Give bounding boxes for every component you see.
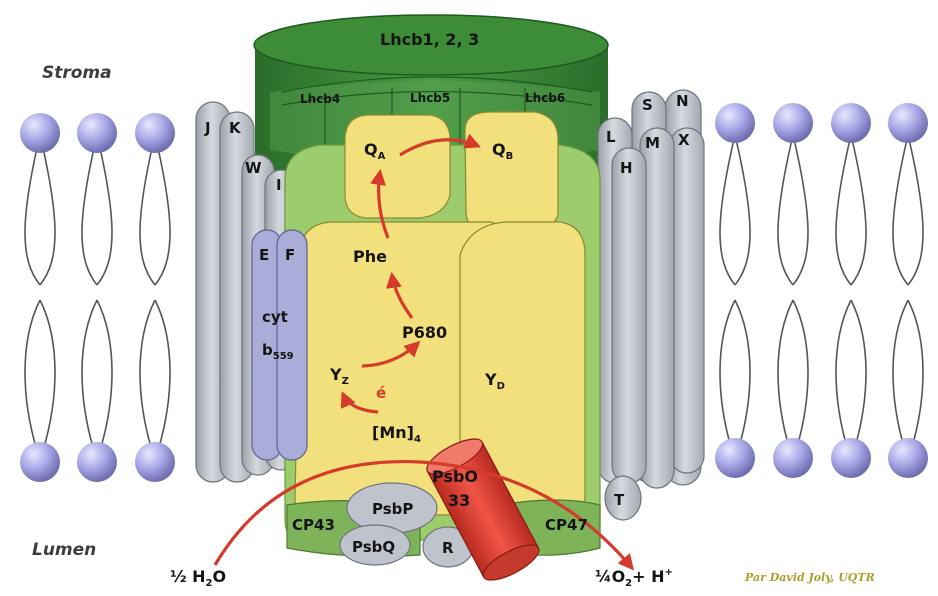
lhcb-main-label: Lhcb1, 2, 3 xyxy=(380,30,479,49)
subunit-m-label: M xyxy=(645,134,660,152)
psbp-label: PsbP xyxy=(372,500,413,518)
lipid-head xyxy=(715,103,755,143)
credit-label: Par David Joly, UQTR xyxy=(744,571,875,584)
lipid-head xyxy=(888,103,928,143)
subunit-x xyxy=(670,128,704,473)
lhcb6-label: Lhcb6 xyxy=(525,91,565,105)
oxygen-label: ¼O2+ H+ xyxy=(595,567,673,589)
phe-label: Phe xyxy=(353,247,387,266)
lipid-head xyxy=(888,438,928,478)
lumen-label: Lumen xyxy=(32,540,96,560)
cp47-label: CP47 xyxy=(545,516,588,534)
subunit-j-label: J xyxy=(204,119,211,137)
subunit-i-label: I xyxy=(276,176,282,194)
subunit-t-label: T xyxy=(614,491,625,509)
subunit-s-label: S xyxy=(642,96,653,114)
subunit-x-label: X xyxy=(678,131,690,149)
psbo-label-1: PsbO xyxy=(432,467,478,486)
subunit-f-label: F xyxy=(285,246,295,264)
stroma-label: Stroma xyxy=(42,63,112,83)
lhcb4-label: Lhcb4 xyxy=(300,92,340,106)
mn-cluster-label: [Mn]4 xyxy=(372,423,421,445)
lipid-head xyxy=(135,442,175,482)
subunit-n-label: N xyxy=(676,92,689,110)
lipid-bilayer-left xyxy=(20,113,175,482)
psbo-label-2: 33 xyxy=(448,491,470,510)
subunit-k-label: K xyxy=(229,119,242,137)
subunit-l-label: L xyxy=(606,128,616,146)
electron-label: é xyxy=(376,384,386,402)
lipid-head xyxy=(135,113,175,153)
lipid-head xyxy=(77,113,117,153)
cytochrome-b559 xyxy=(252,230,307,460)
lipid-head xyxy=(831,438,871,478)
subunit-h-label: H xyxy=(620,159,633,177)
subunit-f xyxy=(277,230,307,460)
lipid-head xyxy=(773,103,813,143)
lipid-head xyxy=(773,438,813,478)
subunit-h xyxy=(612,148,646,483)
subunit-w-label: W xyxy=(245,159,262,177)
p680-label: P680 xyxy=(402,323,447,342)
lipid-head xyxy=(20,442,60,482)
lhcb5-label: Lhcb5 xyxy=(410,91,450,105)
subunit-e-label: E xyxy=(259,246,269,264)
r-label: R xyxy=(442,539,454,557)
lipid-head xyxy=(20,113,60,153)
lipid-bilayer-right xyxy=(715,103,928,478)
lipid-head xyxy=(77,442,117,482)
psbq-label: PsbQ xyxy=(352,538,395,556)
right-subunits xyxy=(598,90,704,520)
cyt-label: cyt xyxy=(262,308,288,326)
cp43-label: CP43 xyxy=(292,516,335,534)
water-label: ½ H2O xyxy=(170,567,226,589)
lipid-head xyxy=(715,438,755,478)
lipid-head xyxy=(831,103,871,143)
